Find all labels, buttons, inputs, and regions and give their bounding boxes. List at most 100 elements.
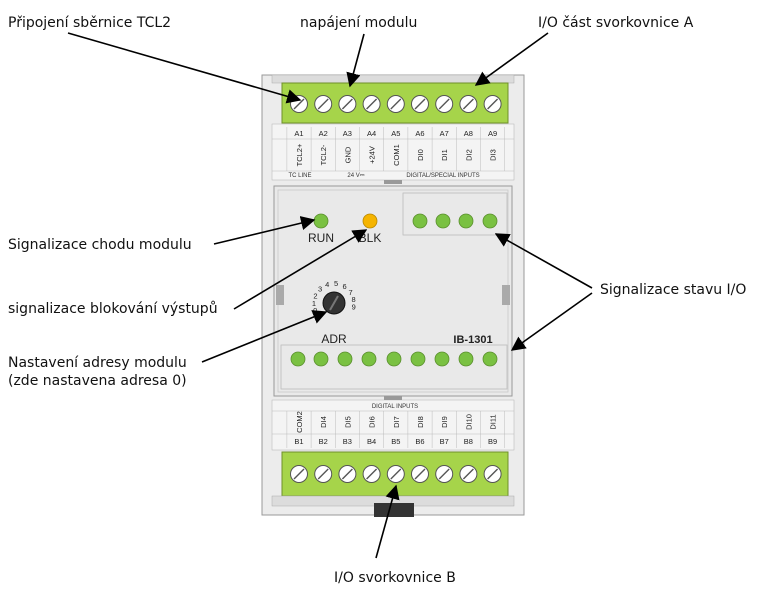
top-io-led (412, 213, 428, 229)
bottom-io-led (482, 351, 498, 367)
bottom-signal-name: DI8 (416, 416, 425, 428)
adr-label: ADR (321, 332, 347, 346)
bottom-signal-name: DI6 (368, 416, 377, 428)
top-group-digital-special: DIGITAL/SPECIAL INPUTS (406, 173, 479, 179)
bottom-terminal-screw (411, 465, 429, 483)
top-terminal-id: A8 (464, 129, 473, 138)
top-terminal-screw (362, 95, 381, 113)
dial-digit: 5 (334, 279, 338, 288)
callout-power: napájení modulu (300, 15, 417, 31)
callout-arrows (67, 32, 593, 559)
top-terminal-screw (435, 95, 454, 113)
bottom-io-led (337, 351, 353, 367)
bottom-signal-name: DI9 (440, 416, 449, 428)
bottom-terminal-id: B3 (343, 437, 352, 446)
bottom-io-led (434, 351, 450, 367)
callout-blk-signal: signalizace blokování výstupů (8, 301, 218, 317)
dial-digit: 6 (343, 282, 347, 291)
arrow-blk (233, 229, 368, 310)
bottom-terminal-screw (314, 465, 333, 483)
bottom-terminal-id: B1 (294, 437, 303, 446)
module-housing (261, 74, 525, 517)
top-signal-name: DI2 (464, 149, 473, 161)
run-led (313, 213, 329, 229)
top-terminal-id: A4 (367, 129, 376, 138)
top-terminal-screw (386, 95, 405, 113)
top-signal-name: DI0 (416, 149, 425, 161)
bottom-screws (290, 465, 502, 483)
bottom-signal-name: DI10 (464, 414, 473, 430)
top-io-led (458, 213, 474, 229)
dial-digit: 8 (351, 295, 355, 304)
top-terminal-screw (411, 95, 429, 113)
arrow-power (346, 33, 365, 88)
run-label: RUN (308, 231, 334, 245)
top-terminal-screw (483, 95, 502, 113)
top-terminal-screw (338, 95, 357, 113)
arrow-io-status-bottom (510, 292, 593, 351)
callout-address-line1: Nastavení adresy modulu (8, 355, 187, 371)
arrow-io-status-top (494, 233, 593, 289)
top-signal-name: COM1 (392, 144, 401, 166)
bottom-io-led (458, 351, 474, 367)
top-signal-name: DI3 (489, 149, 498, 161)
arrow-io-a (474, 32, 549, 86)
callout-run-signal: Signalizace chodu modulu (8, 237, 192, 253)
callout-address-line2: (zde nastavena adresa 0) (8, 373, 187, 389)
arrow-tcl2 (67, 32, 302, 104)
top-io-leds (412, 213, 498, 229)
arrow-address (201, 310, 328, 363)
top-signal-name: +24V (368, 146, 377, 164)
callout-io-b: I/O svorkovnice B (334, 570, 456, 586)
top-terminal-id: A6 (415, 129, 424, 138)
bottom-signal-name: DI7 (392, 416, 401, 428)
bottom-terminal-id: B2 (319, 437, 328, 446)
arrow-run (213, 216, 316, 245)
bottom-signal-labels: COM2 DI4 DI5 DI6 DI7 DI8 DI9 DI10 DI11 (295, 411, 498, 433)
dial-digit: 9 (352, 302, 356, 311)
bottom-terminal-screw (435, 465, 454, 483)
top-terminal-screw (459, 95, 478, 113)
callout-io-a: I/O část svorkovnice A (538, 15, 694, 31)
top-terminal-id: A5 (391, 129, 400, 138)
blk-led (362, 213, 378, 229)
top-terminal-id: A3 (343, 129, 352, 138)
callout-io-status: Signalizace stavu I/O (600, 282, 746, 298)
dial-digit: 4 (325, 280, 329, 289)
din-rail-clip (374, 503, 414, 517)
dial-digit: 7 (348, 288, 352, 297)
top-group-24v: 24 V⎓ (347, 173, 364, 179)
bottom-signal-name: DI11 (489, 414, 498, 429)
bottom-signal-name: DI4 (319, 416, 328, 428)
callout-tcl2-bus: Připojení sběrnice TCL2 (8, 15, 171, 31)
top-terminal-id: A7 (440, 129, 449, 138)
bottom-io-led (386, 351, 402, 367)
bottom-terminal-screw (386, 465, 405, 483)
bottom-io-led (361, 351, 377, 367)
bottom-terminal-id: B5 (391, 437, 400, 446)
bottom-terminal-id: B6 (415, 437, 424, 446)
top-io-led (435, 213, 451, 229)
top-signal-name: TCL2- (319, 144, 328, 165)
top-signal-name: TCL2+ (295, 143, 304, 166)
bottom-signal-name: COM2 (295, 411, 304, 433)
bottom-io-led (290, 351, 306, 367)
bottom-terminal-screw (362, 465, 381, 483)
top-signal-name: GND (343, 146, 352, 163)
bottom-terminal-screw (459, 465, 478, 483)
bottom-signal-name: DI5 (343, 416, 352, 428)
top-terminal-id: A2 (319, 129, 328, 138)
bottom-terminal-id: B9 (488, 437, 497, 446)
bottom-io-led (313, 351, 329, 367)
bottom-terminal-id: B7 (440, 437, 449, 446)
bottom-terminal-id: B4 (367, 437, 376, 446)
bottom-terminal-screw (483, 465, 502, 483)
dial-digit: 1 (312, 299, 316, 308)
top-terminal-screw (314, 95, 333, 113)
bottom-io-led (410, 351, 426, 367)
top-terminal-id: A1 (294, 129, 303, 138)
